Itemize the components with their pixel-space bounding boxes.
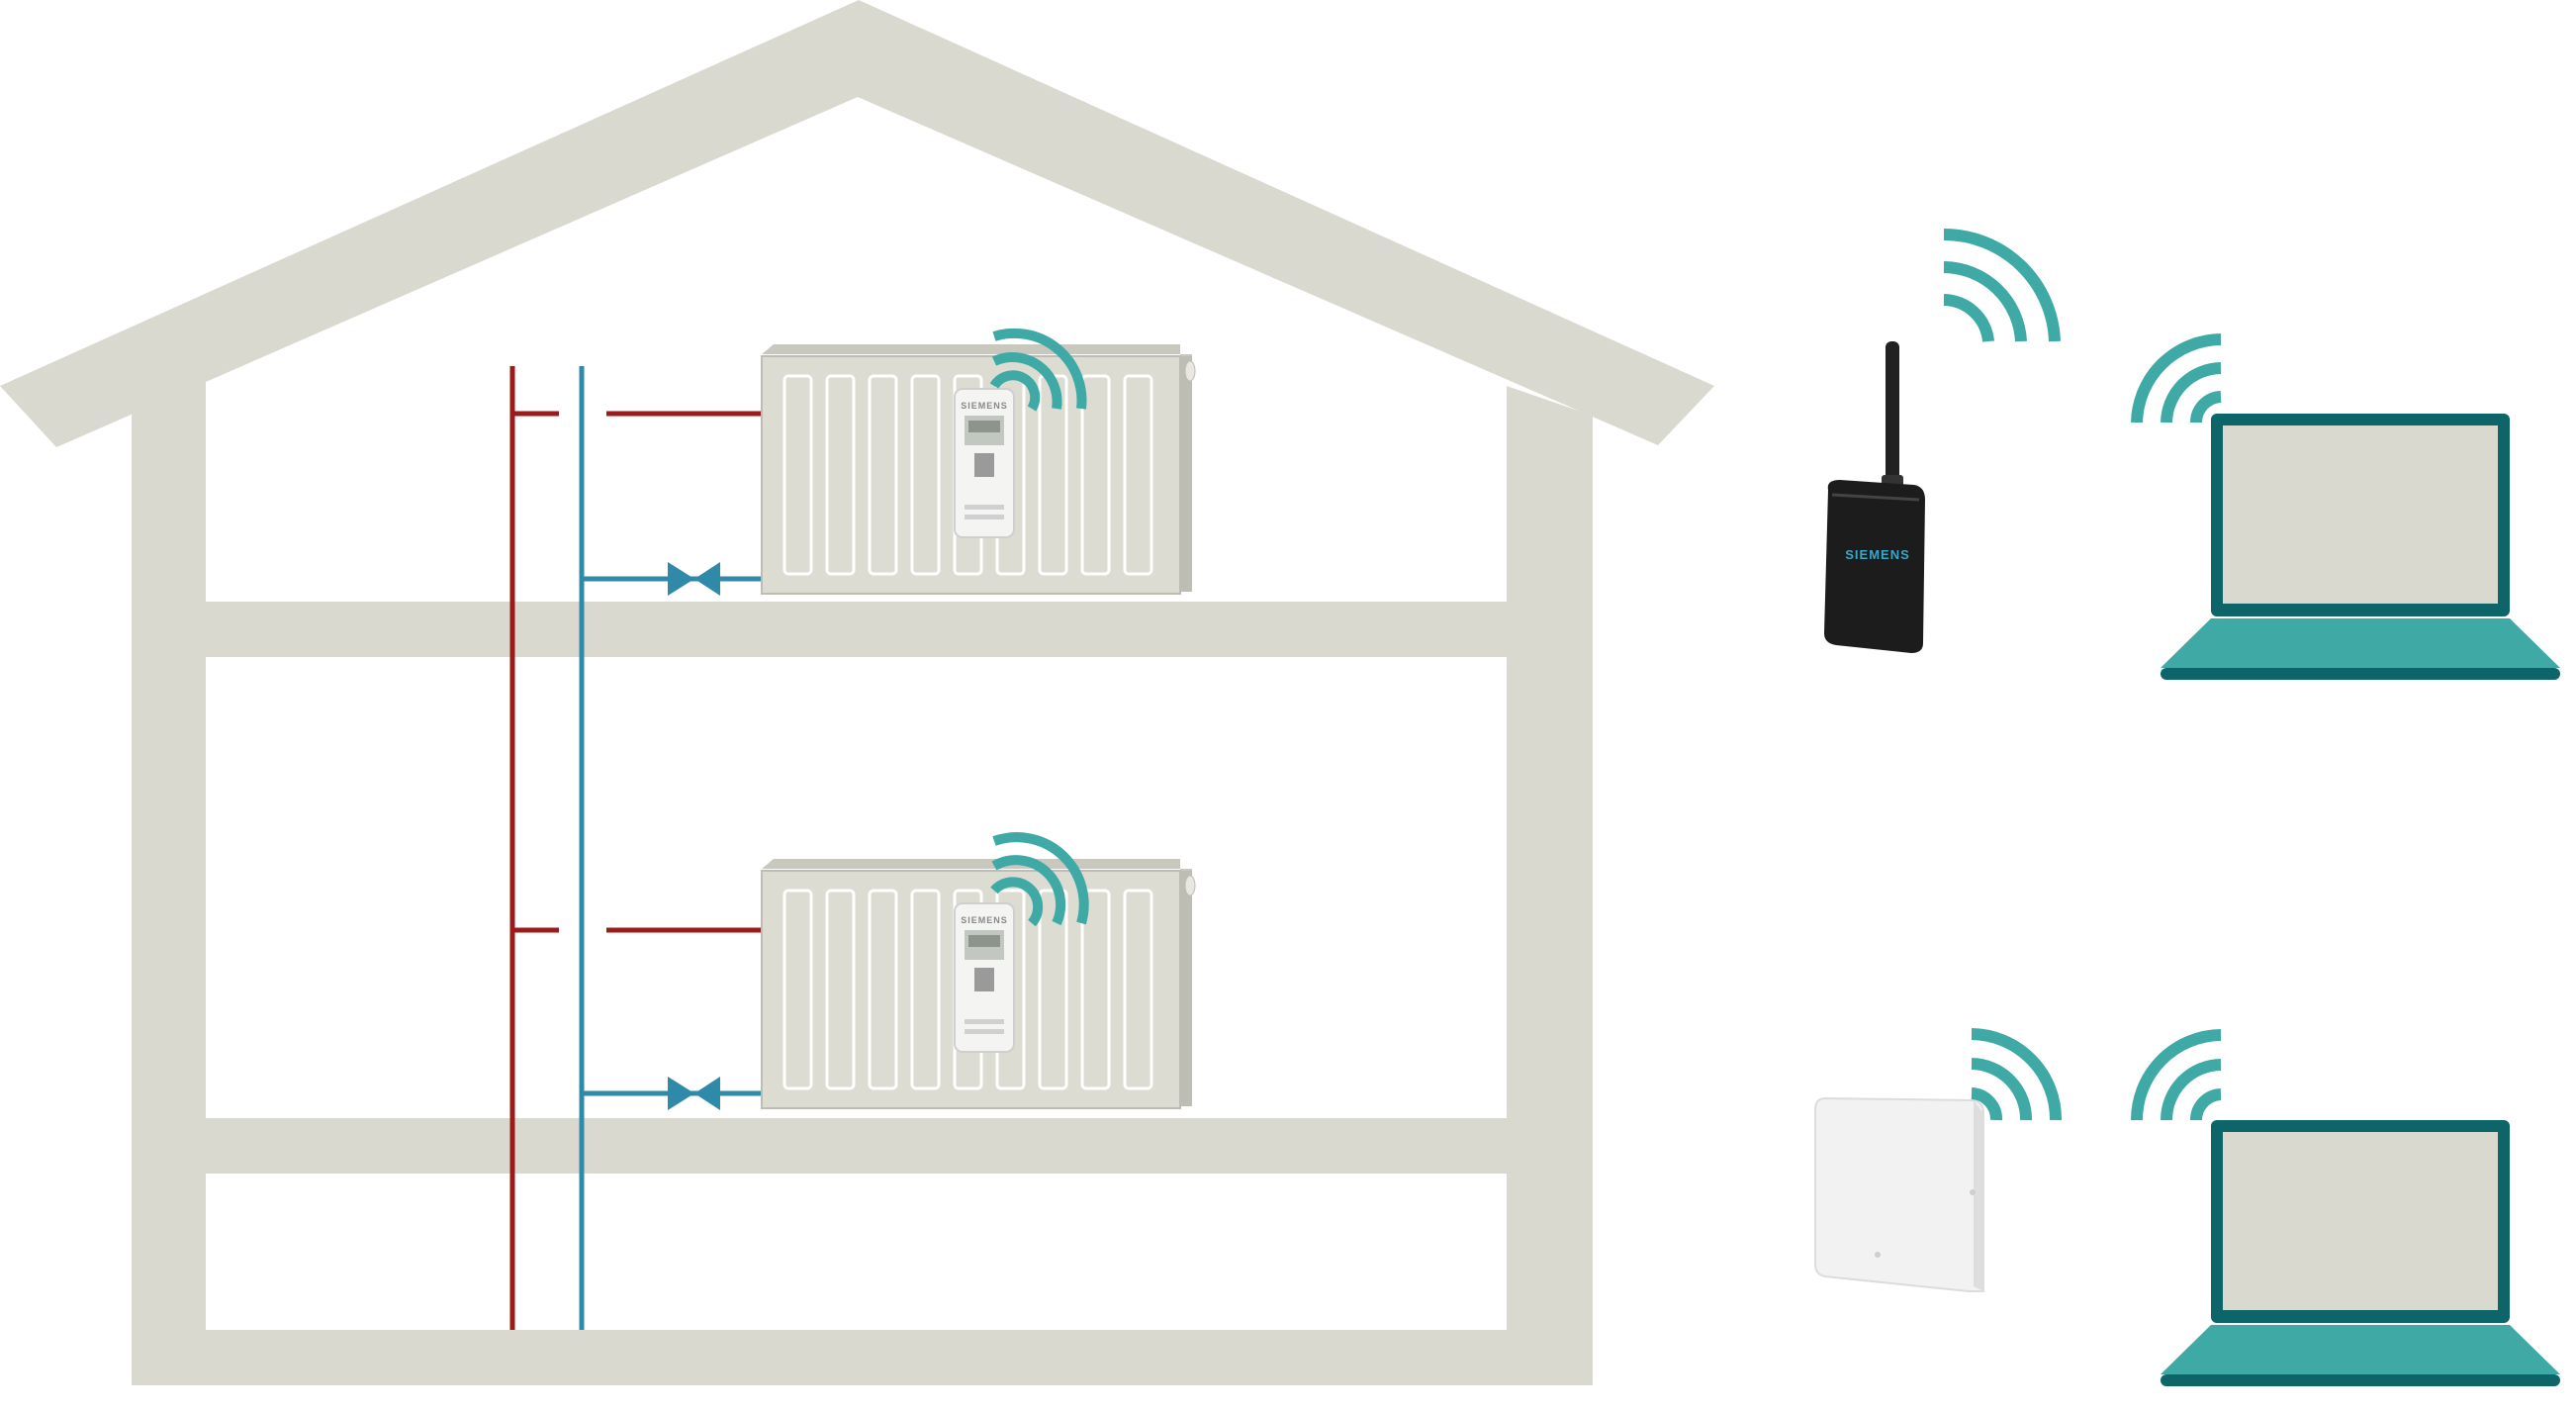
- lower-floor: [132, 1118, 1593, 1174]
- laptop-icon: [2161, 414, 2560, 680]
- gateway-brand: SIEMENS: [1845, 547, 1910, 562]
- wifi-icon: [989, 328, 1087, 412]
- upper-floor: [132, 602, 1593, 657]
- heat-cost-allocator-lower: SIEMENS: [954, 902, 1015, 1053]
- supply-pipe: [509, 366, 764, 1330]
- valve-icon: [668, 1077, 720, 1110]
- house-outline: [0, 0, 1714, 1385]
- heat-cost-allocator-upper: SIEMENS: [954, 388, 1015, 538]
- roof: [0, 0, 1714, 447]
- wifi-icon: [1943, 229, 2061, 342]
- radio-gateway: SIEMENS: [1824, 341, 1925, 653]
- wifi-icon: [1971, 1028, 2063, 1121]
- right-wall: [1507, 386, 1593, 1385]
- ground-floor: [132, 1330, 1593, 1385]
- left-wall: [132, 374, 206, 1385]
- wifi-icon: [2131, 1029, 2222, 1121]
- valve-icon: [668, 562, 720, 596]
- wifi-icon: [990, 832, 1089, 927]
- wifi-icon: [2131, 333, 2222, 424]
- return-pipe: [579, 366, 764, 1330]
- router: [1814, 1096, 1984, 1292]
- meter-brand: SIEMENS: [961, 401, 1008, 411]
- meter-brand: SIEMENS: [961, 915, 1008, 925]
- laptop-icon: [2161, 1120, 2560, 1386]
